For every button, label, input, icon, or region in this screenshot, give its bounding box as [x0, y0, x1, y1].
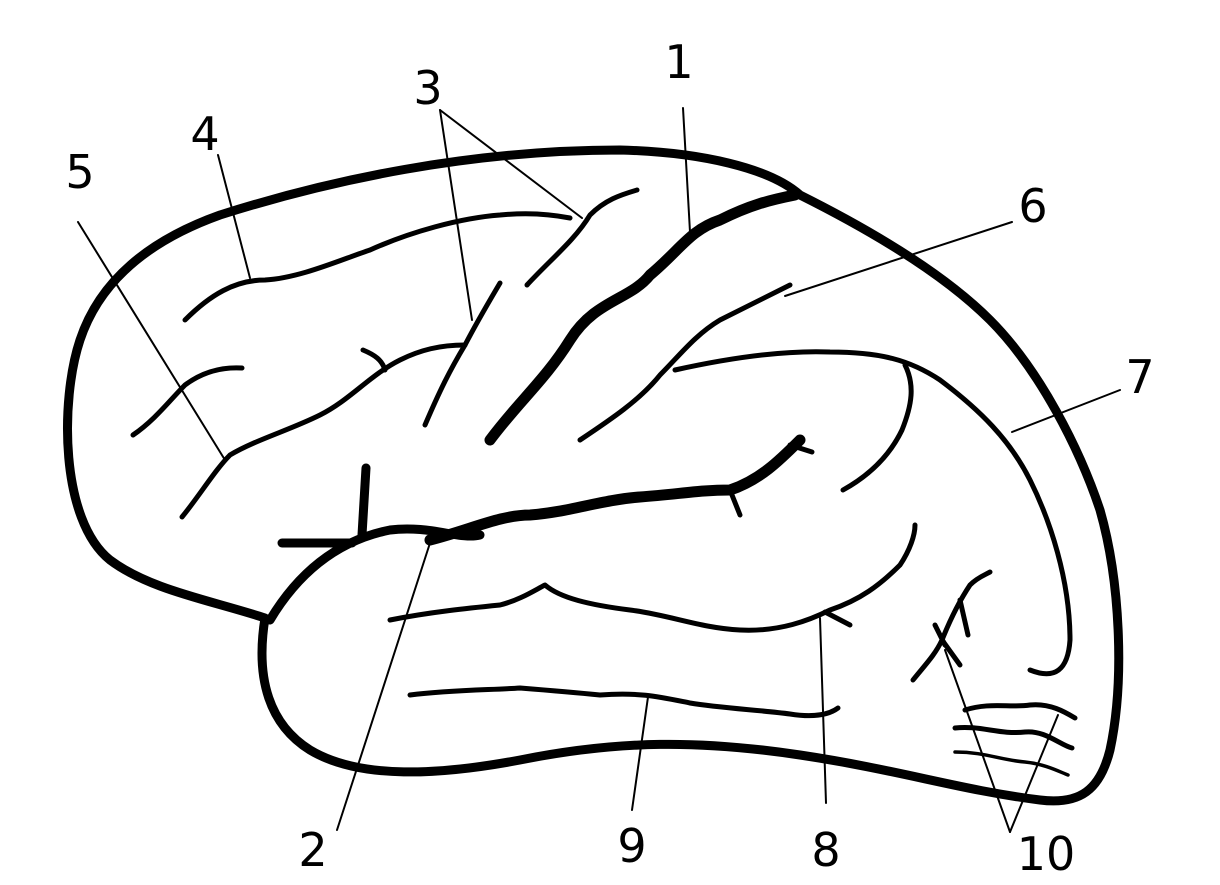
leader-6 — [784, 221, 1013, 297]
label-3: 3 — [413, 61, 442, 115]
occipital-sulcus-branch — [910, 569, 993, 683]
leader-1 — [682, 107, 691, 233]
central-sulcus — [484, 189, 801, 446]
leader-9 — [631, 696, 649, 811]
leader-3a — [439, 109, 473, 321]
label-8: 8 — [811, 823, 840, 877]
ascending-ramus — [357, 463, 371, 540]
label-5: 5 — [65, 145, 94, 199]
label-1: 1 — [664, 35, 693, 89]
superior-temporal-sulcus — [387, 522, 918, 633]
intraparietal-sulcus — [672, 349, 1073, 677]
inferior-temporal-sulcus — [407, 685, 841, 719]
superior-frontal-sulcus — [182, 211, 573, 323]
inferior-frontal-branch — [360, 347, 388, 373]
label-6: 6 — [1018, 179, 1047, 233]
lateral-sulcus-branch-2 — [787, 442, 815, 455]
precentral-sulcus-upper — [524, 187, 640, 288]
parietal-sulcus — [840, 362, 914, 493]
leader-10b — [1009, 714, 1059, 833]
precentral-sulcus-lower — [422, 280, 503, 428]
occipital-pole-sulcus-2 — [952, 724, 1075, 751]
frontal-short-sulcus — [130, 365, 245, 438]
lateral-sulcus-branch — [727, 487, 743, 518]
label-10: 10 — [1017, 827, 1076, 881]
leader-4 — [217, 154, 251, 279]
label-9: 9 — [617, 819, 646, 873]
occipital-sulcus-twig-2 — [957, 597, 971, 638]
lateral-sulcus — [424, 434, 806, 546]
leader-7 — [1011, 389, 1121, 433]
occipital-sulcus-twig-3 — [932, 622, 948, 648]
label-4: 4 — [190, 107, 219, 161]
leader-3b — [439, 109, 583, 219]
leader-10a — [944, 649, 1011, 833]
occipital-pole-sulcus-1 — [962, 702, 1078, 721]
postcentral-sulcus — [577, 282, 793, 443]
leader-5 — [77, 221, 226, 461]
label-7: 7 — [1125, 350, 1154, 404]
label-2: 2 — [298, 823, 327, 877]
hemisphere-outline — [63, 145, 1124, 806]
leader-8 — [819, 617, 827, 804]
leader-2 — [336, 542, 431, 831]
inferior-frontal-sulcus — [179, 342, 468, 520]
occipital-pole-sulcus-3 — [953, 750, 1070, 777]
superior-temporal-stub — [822, 609, 853, 628]
